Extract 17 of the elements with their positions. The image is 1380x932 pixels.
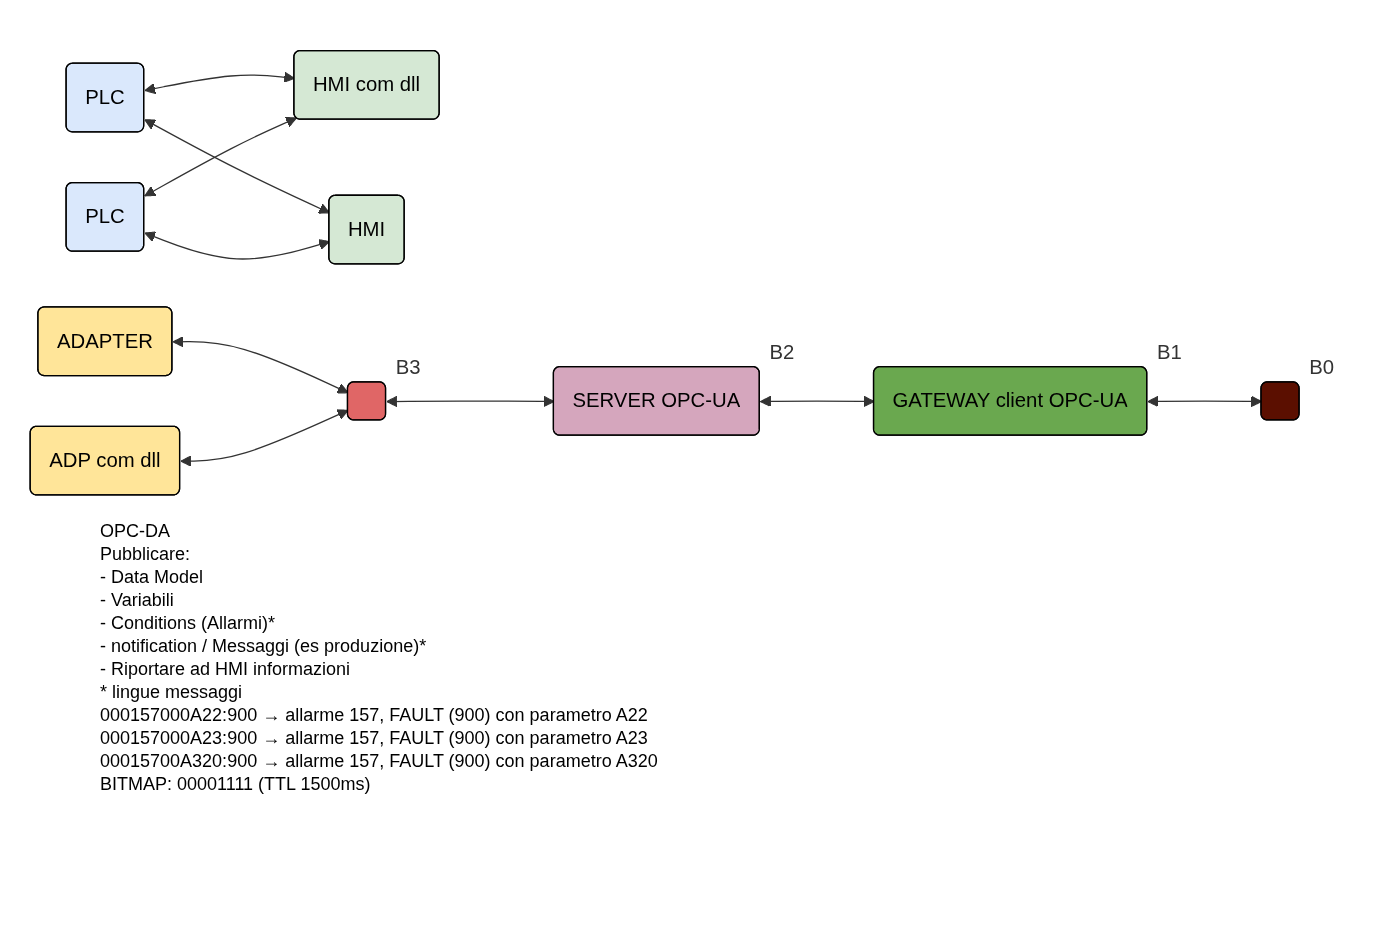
note-text: - notification / Messaggi (es produzione)* [100,635,428,658]
note-text: - Conditions (Allarmi)* [100,612,277,635]
note-text: - Variabili [100,589,175,612]
note-text: Pubblicare: [100,543,192,566]
note-text: 000157000A23:900 → allarme 157, FAULT (900) con parametro A23 [100,727,649,750]
note-text: - Data Model [100,566,205,589]
note-text: - Riportare ad HMI informazioni [100,658,352,681]
node-caption: B1 [1156,341,1182,363]
note-text: * lingue messaggi [100,681,244,704]
node-caption: B3 [395,356,421,379]
note-text: 000157000A22:900 → allarme 157, FAULT (900) con parametro A22 [100,704,649,727]
note-text: BITMAP: 00001111 (TTL 1500ms) [100,773,372,796]
node-caption: B0 [1309,356,1335,379]
note-text: OPC-DA [100,520,171,543]
arrow [144,116,297,197]
node-caption: B2 [769,341,795,363]
note-text: 00015700A320:900 → allarme 157, FAULT (900) con parametro A320 [100,750,659,773]
